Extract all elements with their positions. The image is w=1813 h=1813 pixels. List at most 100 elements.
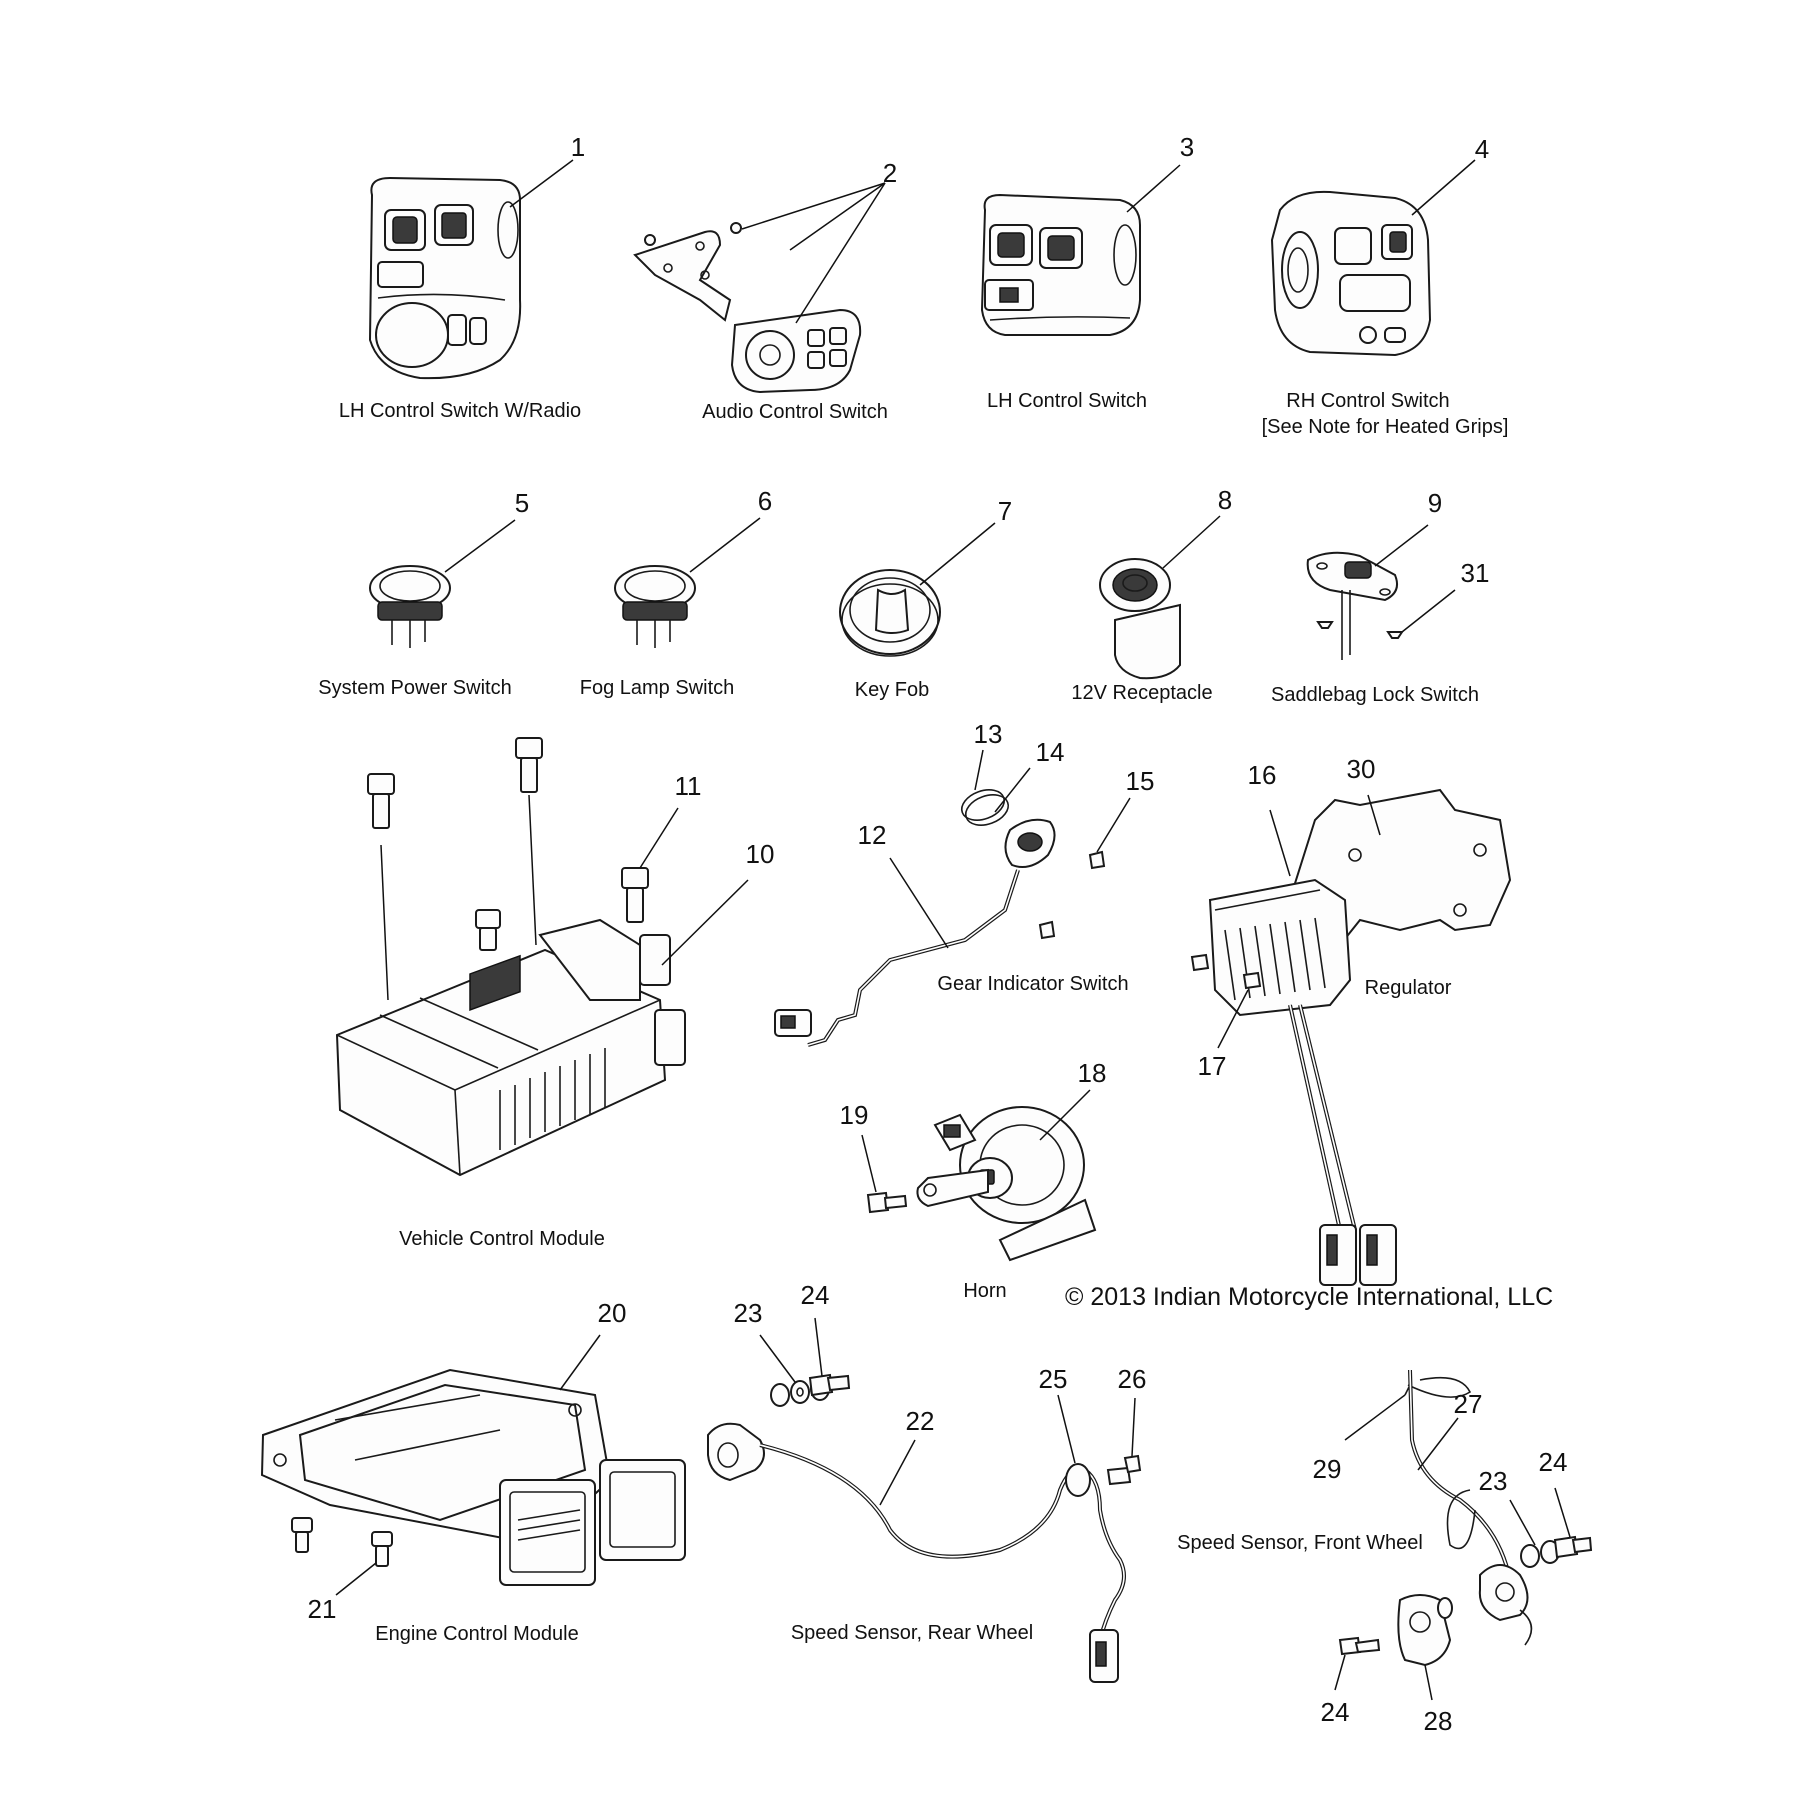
caption-fog-lamp-switch: Fog Lamp Switch [580, 677, 735, 699]
caption-regulator: Regulator [1365, 977, 1452, 999]
callout-12: 12 [858, 820, 887, 850]
callout-8: 8 [1218, 485, 1232, 515]
gear-indicator-switch-part [774, 789, 1106, 1047]
leader-24-rear [814, 1317, 823, 1377]
leader-29 [1344, 1394, 1406, 1441]
rear-bolt-24 [808, 1373, 851, 1397]
leader-2c [795, 182, 886, 324]
leader-2a [741, 182, 886, 230]
caption-engine-control-module: Engine Control Module [375, 1623, 578, 1645]
callout-6: 6 [758, 486, 772, 516]
key-fob-part [839, 569, 941, 657]
caption-rh-control-switch-note: [See Note for Heated Grips] [1262, 416, 1509, 438]
lh-control-switch-part [980, 193, 1141, 336]
leader-24-front-right [1554, 1487, 1571, 1538]
callout-2: 2 [883, 158, 897, 188]
speed-sensor-rear-part [707, 1422, 1126, 1683]
leader-10 [661, 879, 749, 966]
leader-26 [1131, 1397, 1136, 1457]
callout-15: 15 [1126, 766, 1155, 796]
caption-rh-control-switch: RH Control Switch [1286, 390, 1449, 412]
leader-17 [1217, 989, 1249, 1049]
receptacle-12v-part [1099, 558, 1181, 680]
caption-speed-sensor-front: Speed Sensor, Front Wheel [1177, 1532, 1423, 1554]
callout-17: 17 [1198, 1051, 1227, 1081]
leader-8 [1162, 515, 1221, 569]
caption-audio-control-switch: Audio Control Switch [702, 401, 888, 423]
callout-27: 27 [1454, 1389, 1483, 1419]
leader-13 [974, 749, 984, 791]
lh-control-switch-radio-part [368, 176, 522, 380]
leader-6 [689, 517, 761, 573]
callout-13: 13 [974, 719, 1003, 749]
front-bolt-24-left [1338, 1636, 1381, 1656]
callout-31: 31 [1461, 558, 1490, 588]
caption-12v-receptacle: 12V Receptacle [1071, 682, 1212, 704]
callout-5: 5 [515, 488, 529, 518]
vehicle-control-module-part [335, 918, 686, 1177]
callout-24-rear: 24 [801, 1280, 830, 1310]
callout-23-rear: 23 [734, 1298, 763, 1328]
leader-23-rear [759, 1334, 796, 1383]
callout-18: 18 [1078, 1058, 1107, 1088]
leader-7 [919, 522, 996, 586]
vcm-bolt-2 [515, 737, 543, 793]
callout-24-front-right: 24 [1539, 1447, 1568, 1477]
leader-24-front-left [1334, 1654, 1346, 1691]
leader-25 [1057, 1394, 1076, 1464]
leader-23-front [1509, 1499, 1536, 1546]
leader-4 [1411, 159, 1476, 216]
callout-19: 19 [840, 1100, 869, 1130]
caption-speed-sensor-rear: Speed Sensor, Rear Wheel [791, 1622, 1033, 1644]
caption-vehicle-control-module: Vehicle Control Module [399, 1228, 605, 1250]
vcm-bolt-line-1 [380, 844, 389, 1001]
callout-28: 28 [1424, 1706, 1453, 1736]
leader-1 [509, 159, 574, 208]
leader-16 [1269, 809, 1291, 877]
callout-26: 26 [1118, 1364, 1147, 1394]
leader-30 [1367, 794, 1381, 836]
leader-19 [861, 1134, 877, 1193]
leader-14 [994, 767, 1031, 813]
leader-12 [889, 857, 949, 949]
caption-horn: Horn [963, 1280, 1006, 1302]
vcm-bolt-line-2 [528, 794, 537, 946]
callout-9: 9 [1428, 488, 1442, 518]
copyright-notice: © 2013 Indian Motorcycle International, … [1065, 1283, 1553, 1311]
callout-20: 20 [598, 1298, 627, 1328]
fog-lamp-switch-part [614, 565, 696, 648]
horn-part [916, 1106, 1097, 1262]
leader-20 [559, 1334, 601, 1391]
front-washers-23 [1520, 1540, 1560, 1568]
regulator-screw-left [1190, 953, 1210, 972]
speed-sensor-front-part [1397, 1369, 1533, 1667]
leader-2b [789, 182, 886, 251]
ecm-bolt-1 [291, 1517, 313, 1553]
leader-31 [1401, 589, 1456, 633]
callout-22: 22 [906, 1406, 935, 1436]
engine-control-module-part [260, 1368, 686, 1586]
system-power-switch-part [369, 565, 451, 648]
saddlebag-lock-switch-part [1306, 551, 1404, 660]
callout-23-front: 23 [1479, 1466, 1508, 1496]
vcm-bolt-1 [367, 773, 395, 829]
vcm-bolt-3 [475, 909, 501, 951]
callout-14: 14 [1036, 737, 1065, 767]
leader-15 [1096, 797, 1131, 853]
horn-bolt-19 [866, 1191, 908, 1214]
caption-system-power-switch: System Power Switch [318, 677, 511, 699]
callout-3: 3 [1180, 132, 1194, 162]
leader-11 [639, 807, 679, 869]
callout-11: 11 [675, 771, 702, 801]
leader-27 [1417, 1417, 1459, 1471]
caption-lh-control-switch: LH Control Switch [987, 390, 1147, 412]
callout-7: 7 [998, 496, 1012, 526]
callout-30: 30 [1347, 754, 1376, 784]
regulator-screw-17 [1242, 971, 1262, 990]
leader-5 [444, 519, 516, 573]
callout-21: 21 [308, 1594, 337, 1624]
vcm-bolt-11 [621, 867, 649, 923]
callout-24-front-left: 24 [1321, 1697, 1350, 1727]
callout-29: 29 [1313, 1454, 1342, 1484]
leader-28 [1424, 1664, 1433, 1701]
